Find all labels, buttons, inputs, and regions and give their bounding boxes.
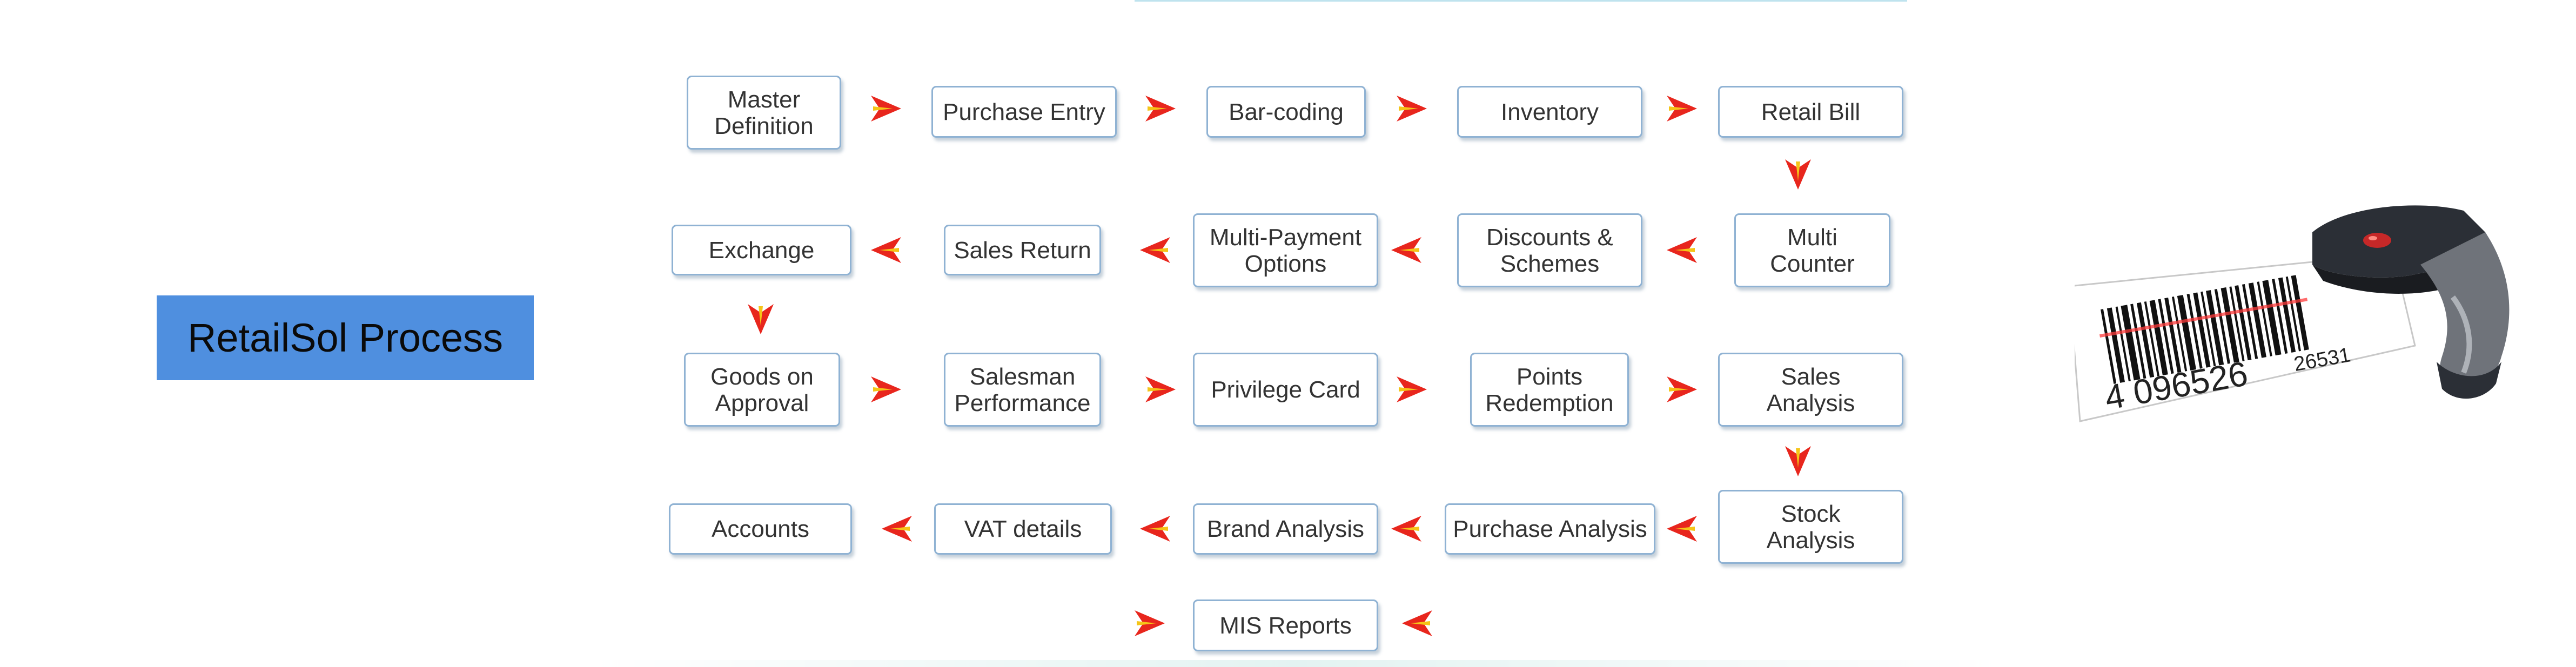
node-multi-counter: Multi Counter: [1734, 213, 1890, 287]
arrow-left-icon: [1402, 610, 1432, 636]
process-title-text: RetailSol Process: [187, 315, 503, 360]
arrow-left-icon: [1667, 237, 1697, 263]
arrow-right-icon: [871, 376, 901, 402]
arrow-left-icon: [1140, 237, 1170, 263]
node-bar-coding: Bar-coding: [1206, 86, 1366, 138]
node-vat-details: VAT details: [934, 503, 1112, 555]
bottom-frame-tint: [594, 660, 1999, 667]
arrow-right-icon: [1397, 96, 1427, 122]
arrow-right-icon: [1135, 610, 1165, 636]
node-discounts-schemes: Discounts & Schemes: [1457, 213, 1642, 287]
barcode-label: 4 096526 26531: [2075, 253, 2416, 422]
node-retail-bill: Retail Bill: [1718, 86, 1903, 138]
node-purchase-entry: Purchase Entry: [931, 86, 1117, 138]
node-accounts: Accounts: [669, 503, 852, 555]
arrow-right-icon: [1397, 376, 1427, 402]
arrow-down-icon: [1785, 159, 1811, 190]
scanner-gun: [2312, 205, 2510, 399]
arrow-left-icon: [1391, 237, 1421, 263]
node-master-definition: Master Definition: [687, 76, 841, 150]
node-sales-analysis: Sales Analysis: [1718, 353, 1903, 427]
node-brand-analysis: Brand Analysis: [1193, 503, 1378, 555]
top-frame-line: [1135, 0, 1907, 2]
arrow-left-icon: [1667, 516, 1697, 542]
barcode-scanner-icon: 4 096526 26531: [2075, 205, 2510, 422]
node-purchase-analysis: Purchase Analysis: [1445, 503, 1655, 555]
arrow-left-icon: [1140, 516, 1170, 542]
arrow-left-icon: [1391, 516, 1421, 542]
node-points-redemption: Points Redemption: [1470, 353, 1629, 427]
node-sales-return: Sales Return: [944, 225, 1101, 275]
barcode-bars: 4 096526 26531: [2099, 275, 2352, 417]
node-multi-payment-options: Multi-Payment Options: [1193, 213, 1378, 287]
arrow-right-icon: [1145, 96, 1176, 122]
arrow-down-icon: [748, 304, 774, 334]
node-inventory: Inventory: [1457, 86, 1642, 138]
arrow-left-icon: [871, 237, 901, 263]
node-exchange: Exchange: [672, 225, 851, 275]
node-mis-reports: MIS Reports: [1193, 599, 1378, 651]
arrow-right-icon: [1145, 376, 1176, 402]
node-privilege-card: Privilege Card: [1193, 353, 1378, 427]
arrow-left-icon: [882, 516, 912, 542]
node-salesman-performance: Salesman Performance: [944, 353, 1101, 427]
arrow-right-icon: [1667, 376, 1697, 402]
arrow-down-icon: [1785, 446, 1811, 476]
arrow-right-icon: [1667, 96, 1697, 122]
node-stock-analysis: Stock Analysis: [1718, 490, 1903, 564]
arrow-right-icon: [871, 96, 901, 122]
node-goods-on-approval: Goods on Approval: [684, 353, 840, 427]
process-title: RetailSol Process: [157, 295, 534, 380]
